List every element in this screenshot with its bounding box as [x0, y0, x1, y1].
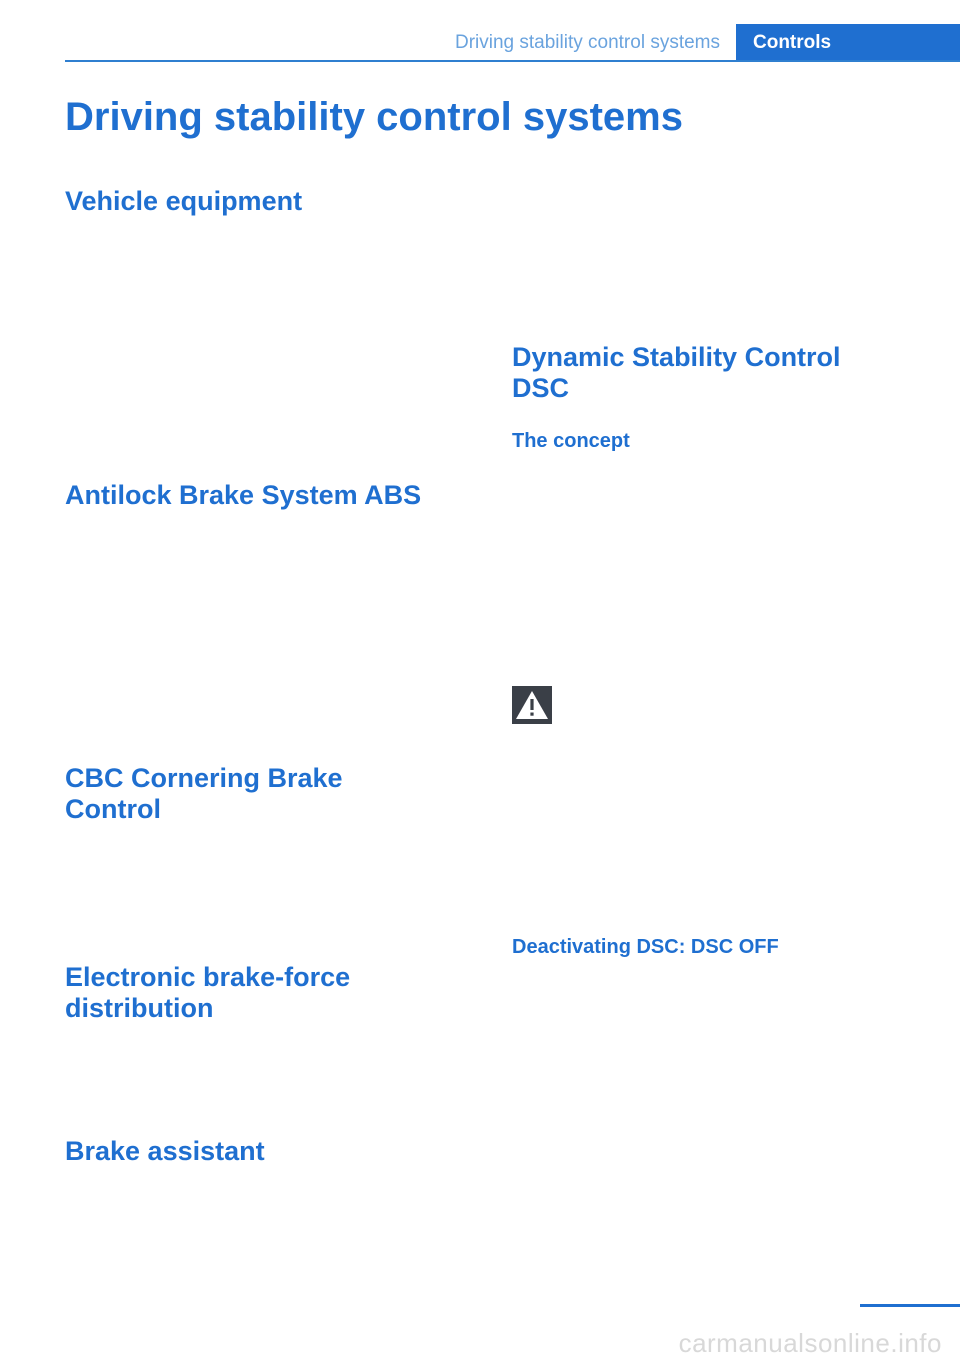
- header-divider: [65, 60, 960, 62]
- watermark: carmanualsonline.info: [678, 1328, 942, 1358]
- subheading-deactivating-dsc: Deactivating DSC: DSC OFF: [512, 936, 779, 958]
- heading-dsc-line1: Dynamic Stability Control: [512, 342, 841, 372]
- page-title: Driving stability control systems: [65, 95, 683, 139]
- chapter-tab-controls[interactable]: Controls: [736, 24, 960, 62]
- heading-ebd-line2: distribution: [65, 993, 214, 1023]
- heading-cbc: CBC Cornering Brake Control: [65, 763, 343, 825]
- warning-triangle-icon: [512, 686, 552, 724]
- heading-vehicle-equipment: Vehicle equipment: [65, 186, 303, 216]
- heading-abs: Antilock Brake System ABS: [65, 480, 422, 510]
- heading-dsc: Dynamic Stability Control DSC: [512, 342, 841, 404]
- heading-brake-assistant: Brake assistant: [65, 1136, 265, 1166]
- heading-ebd: Electronic brake-force distribution: [65, 962, 350, 1024]
- header-section-title: Driving stability control systems: [454, 32, 720, 53]
- heading-dsc-line2: DSC: [512, 373, 570, 403]
- footer-rule: [860, 1304, 960, 1307]
- subheading-the-concept: The concept: [512, 430, 630, 452]
- heading-cbc-line2: Control: [65, 794, 161, 824]
- heading-ebd-line1: Electronic brake-force: [65, 962, 351, 992]
- heading-cbc-line1: CBC Cornering Brake: [65, 763, 343, 793]
